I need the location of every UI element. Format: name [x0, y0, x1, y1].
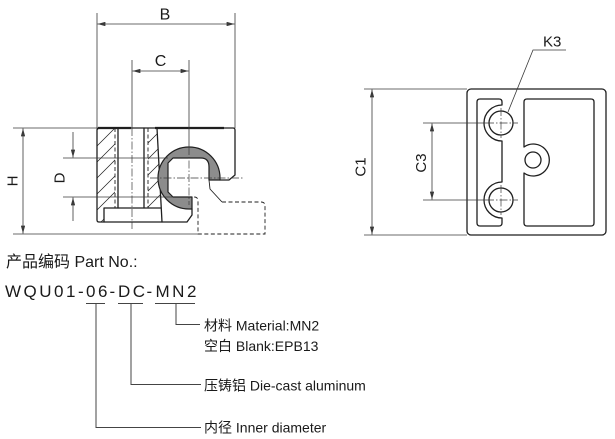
- hatch-line: [85, 36, 175, 126]
- housing-body-outline: [96, 127, 236, 223]
- code-prefix: WQU01-: [5, 282, 86, 301]
- leader-material: [175, 303, 200, 325]
- dim-c1-label: C1: [353, 157, 370, 176]
- rail-neck-line: [208, 179, 223, 203]
- leader-inner-diameter: [95, 303, 201, 428]
- dim-k3-leader: [507, 49, 566, 113]
- counterbore-outline: [103, 207, 162, 223]
- leader-process: [130, 303, 201, 385]
- code-separator-2: -: [147, 282, 155, 301]
- rail-outline-dashed: [193, 196, 266, 235]
- code-process: DC: [118, 282, 148, 301]
- code-material: MN2: [156, 282, 199, 301]
- liner-slot-outline: [476, 98, 503, 227]
- dim-c3-label: C3: [413, 153, 430, 172]
- center-pin-hole: [524, 151, 542, 169]
- weight-pocket-outline: [523, 98, 595, 227]
- legend-process: 压铸铝 Die-cast aluminum: [204, 378, 366, 394]
- legend-blank: 空白 Blank:EPB13: [204, 338, 319, 354]
- hatch-line: [97, 128, 115, 207]
- hatch-line: [97, 131, 115, 222]
- code-inner-diameter: 06: [86, 282, 110, 301]
- hatch-line: [85, 228, 175, 318]
- hatch-line: [85, 36, 175, 126]
- dim-k3-label: K3: [543, 34, 561, 51]
- legend-inner-diameter: 内径 Inner diameter: [204, 420, 326, 436]
- end-view: C1 C3 K3: [353, 34, 607, 236]
- code-separator-1: -: [110, 282, 118, 301]
- hatch-line: [97, 128, 115, 175]
- part-number-heading: 产品编码 Part No.:: [6, 253, 138, 271]
- sliding-liner-profile: [157, 146, 221, 210]
- hatch-line: [85, 228, 175, 318]
- hatch-line: [97, 128, 115, 159]
- legend-material: 材料 Material:MN2: [204, 318, 319, 334]
- hatch-line: [97, 128, 115, 191]
- end-view-outline: [466, 88, 607, 236]
- dim-b-label: B: [160, 7, 171, 24]
- section-hatch-left: [85, 36, 175, 318]
- dim-h-label: H: [5, 176, 22, 187]
- part-number-section: 产品编码 Part No.: WQU01- 06 - DC - MN2 材料 M…: [5, 253, 366, 436]
- dim-c-label: C: [155, 53, 167, 70]
- dim-d-label: D: [52, 172, 69, 183]
